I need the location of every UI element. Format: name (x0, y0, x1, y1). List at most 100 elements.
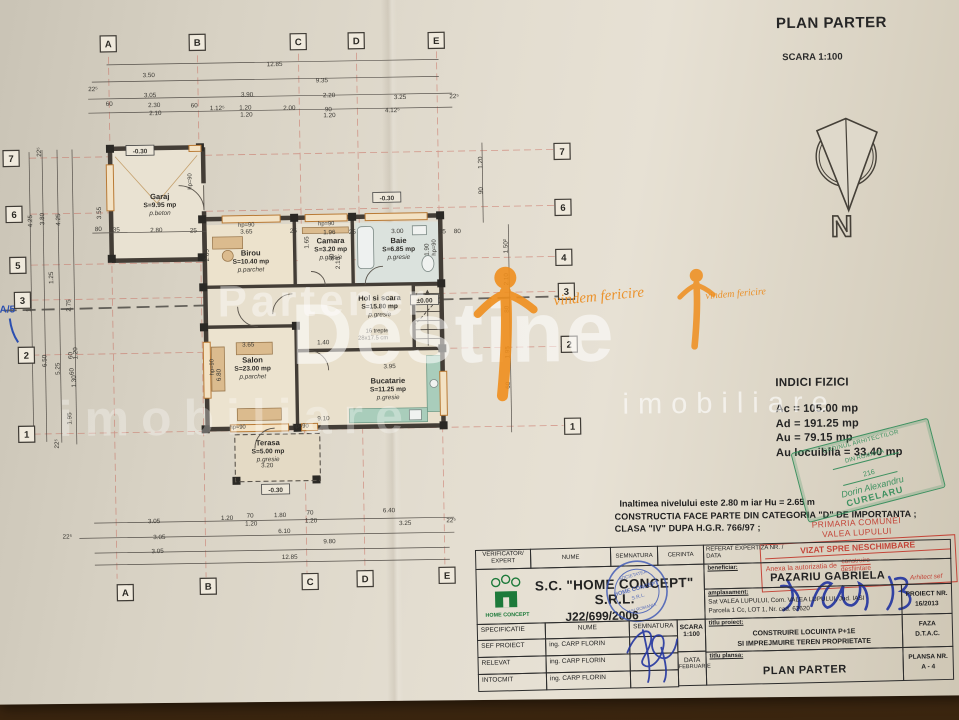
dim-label: 70 (247, 512, 255, 519)
grid-bubble-box (116, 583, 135, 602)
grid-bubble-label: 4 (561, 253, 567, 264)
amplasament-label: amplasament: (707, 589, 749, 597)
grid-bubble-box (438, 566, 456, 585)
titlu-plansa-label: titlu plansa: (709, 652, 744, 660)
faza-label: FAZA (918, 620, 936, 628)
grid-bubble-label: 2 (567, 340, 572, 351)
plansa-nr-value: A - 4 (921, 663, 936, 671)
blue-section-note: A/5 (0, 304, 19, 343)
grid-bubble-label: B (205, 582, 212, 593)
dim-label: 2.10 (149, 110, 162, 117)
room-area: S=23.00 mp (234, 365, 271, 373)
dim-label: 5.25 (54, 362, 61, 375)
dim-label: 1.90 (424, 243, 431, 256)
dim-label: 1.95 (504, 346, 511, 359)
dim-label: 1.65 (303, 236, 310, 249)
grid-bubble-box (17, 425, 36, 443)
grid-bubble-label: 5 (15, 261, 21, 272)
grid-bubble-box (5, 205, 23, 224)
indices-line: Ac = 105.00 mp (775, 402, 859, 416)
plansa-nr-cell: PLANSA NR. A - 4 (902, 645, 955, 682)
dim-label: 3.05 (148, 518, 161, 525)
dim-label: 3.55 (96, 206, 103, 219)
dim-label: 2.75 (65, 299, 72, 312)
grid-bubble-box (199, 577, 217, 595)
room-area: S=10.40 mp (233, 258, 270, 266)
grid-bubble-box (555, 248, 573, 267)
dim-label: 22⁵ (446, 517, 456, 524)
dim-label: 25 (290, 228, 298, 235)
plansa-nr-label: PLANSA NR. (908, 652, 948, 661)
dim-label: 60 (505, 381, 512, 389)
room-name: Bucatarie (370, 376, 405, 386)
grid-bubble-box (99, 35, 117, 53)
dim-label: 12.85 (282, 554, 298, 561)
room-area: S=15.80 mp (361, 303, 398, 311)
dim-label: 22⁵ (54, 438, 61, 448)
grid-bubble-label: A (105, 39, 112, 50)
room-area: S=3.20 mp (314, 246, 347, 254)
grid-bubble-box (557, 282, 576, 301)
dim-label: 1.30 (71, 375, 78, 388)
grid-bubble-label: 1 (24, 430, 30, 441)
faza-value: D.T.A.C. (915, 630, 940, 638)
room-floor: p.beton (148, 210, 171, 217)
dim-label: 3.65 (240, 228, 253, 235)
grid-bubble-label: C (307, 577, 314, 588)
dim-label: 3.05 (151, 548, 164, 555)
room-area: S=9.95 mp (143, 202, 176, 210)
grid-bubble-label: 3 (20, 296, 25, 307)
grid-bubble-label: C (295, 37, 302, 48)
furniture (114, 155, 442, 424)
door-arcs (178, 185, 383, 449)
dim-label: 2.20 (323, 92, 336, 99)
terrace-outline (234, 432, 322, 483)
dim-label: 90 (325, 106, 333, 113)
grid-bubble-box (427, 31, 445, 50)
dim-label: 70 (306, 509, 314, 516)
hp-label: hp=90 (187, 173, 193, 189)
dim-label: 60 (106, 101, 114, 108)
indices-title: INDICI FIZICI (775, 376, 849, 390)
grid-bubble-label: 2 (24, 351, 29, 362)
room-fills (109, 147, 444, 482)
dim-label: 1.20 (221, 515, 234, 522)
grid-bubble-label: A (122, 588, 129, 599)
dim-label: 9.35 (316, 77, 329, 84)
dim-label: 1.20 (477, 156, 484, 169)
grid-bubble-box (553, 142, 571, 161)
room-area: S=6.85 mp (382, 246, 415, 254)
hp-label: hp=90 (229, 425, 245, 431)
level-marker-value: ±0.00 (417, 297, 434, 304)
north-letter: N (831, 210, 853, 239)
dim-label: 12.85 (267, 61, 283, 68)
grid-bubble-box (356, 569, 374, 588)
room-area: S=11.25 mp (370, 386, 406, 394)
hp-label: hp=90 (292, 424, 308, 430)
note-height: Inaltimea nivelului este 2.80 m iar Hu =… (619, 496, 815, 509)
beneficiar-label: beneficiar: (707, 564, 738, 572)
room-floor: p.gresie (256, 456, 280, 463)
dim-label: 4.12⁵ (385, 107, 400, 114)
north-arrow-icon: N (815, 117, 878, 239)
dim-label: 3.05 (144, 92, 157, 99)
verificator-header: VERIFICATOR/EXPERT (474, 548, 532, 571)
room-floor: p.parchet (238, 373, 266, 380)
title-block: VERIFICATOR/EXPERT NUME SEMNATURA CERINT… (474, 538, 955, 693)
cerinta-header: CERINTA (656, 544, 705, 566)
room-name: Terasa (256, 438, 281, 447)
hp-label: hp=90 (318, 221, 334, 227)
dim-label: 1.20 (323, 112, 336, 119)
dim-label: 35 (439, 228, 447, 235)
dim-label: 1.40 (317, 339, 330, 346)
grid-bubble-box (347, 31, 365, 50)
dim-label: 22⁵ (449, 93, 459, 100)
room-floor: p.gresie (386, 254, 410, 261)
dim-label: 1.96 (323, 229, 336, 236)
dimension-lines (28, 59, 513, 566)
svg-text:SOCIETATEA: SOCIETATEA (618, 569, 648, 582)
